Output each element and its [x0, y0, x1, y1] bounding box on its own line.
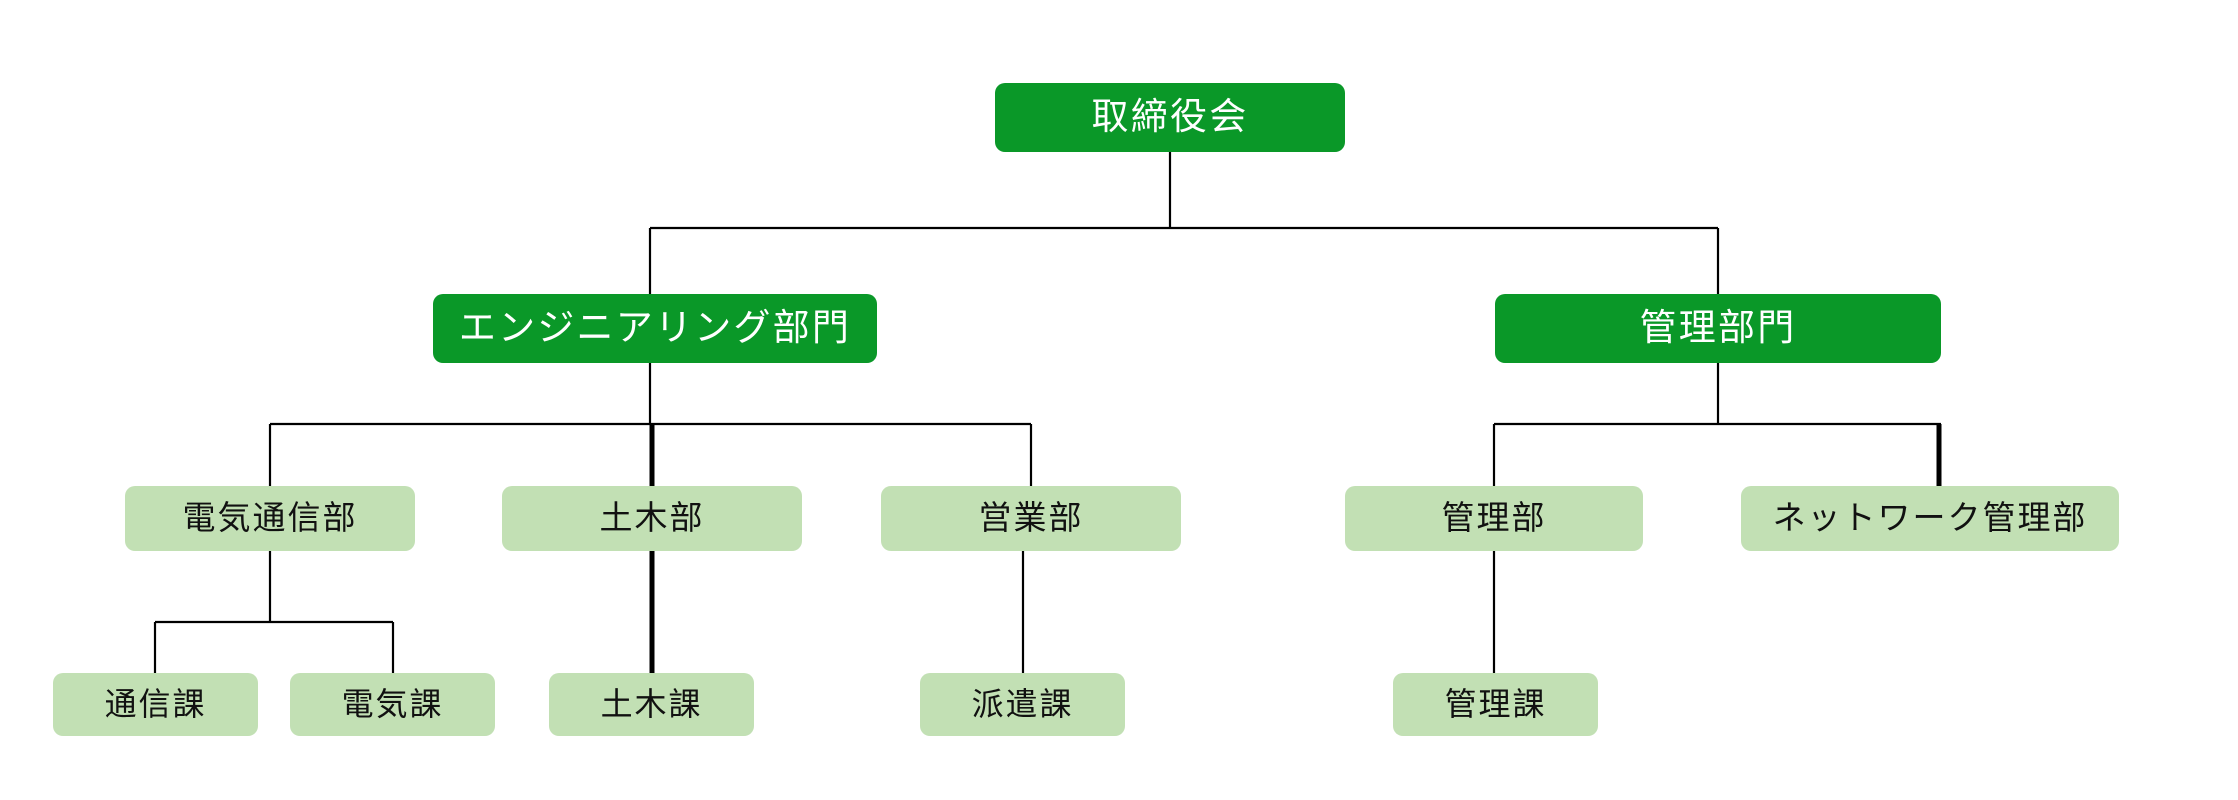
- org-node-electric-section[interactable]: 電気課: [290, 673, 495, 736]
- org-node-label: 電気課: [341, 684, 444, 723]
- org-node-label: 管理部門: [1639, 306, 1797, 350]
- org-node-engineering-division[interactable]: エンジニアリング部門: [433, 294, 877, 363]
- org-node-label: 通信課: [104, 684, 207, 723]
- org-node-management-division[interactable]: 管理部門: [1495, 294, 1941, 363]
- org-node-label: 電気通信部: [182, 498, 358, 538]
- org-node-label: 土木部: [599, 498, 705, 538]
- org-node-label: 管理部: [1441, 498, 1547, 538]
- org-node-telecom-dept[interactable]: 電気通信部: [125, 486, 415, 551]
- org-node-civil-dept[interactable]: 土木部: [502, 486, 802, 551]
- org-node-label: エンジニアリング部門: [458, 306, 852, 350]
- org-node-label: 取締役会: [1091, 95, 1249, 139]
- org-node-board[interactable]: 取締役会: [995, 83, 1345, 152]
- org-node-label: ネットワーク管理部: [1772, 498, 2088, 538]
- org-node-admin-dept[interactable]: 管理部: [1345, 486, 1643, 551]
- org-node-dispatch-section[interactable]: 派遣課: [920, 673, 1125, 736]
- org-node-admin-section[interactable]: 管理課: [1393, 673, 1598, 736]
- org-node-label: 派遣課: [971, 684, 1074, 723]
- org-node-civil-section[interactable]: 土木課: [549, 673, 754, 736]
- org-node-label: 管理課: [1444, 684, 1547, 723]
- org-node-sales-dept[interactable]: 営業部: [881, 486, 1181, 551]
- org-node-label: 土木課: [600, 684, 703, 723]
- org-node-label: 営業部: [978, 498, 1084, 538]
- org-node-network-dept[interactable]: ネットワーク管理部: [1741, 486, 2119, 551]
- org-node-comm-section[interactable]: 通信課: [53, 673, 258, 736]
